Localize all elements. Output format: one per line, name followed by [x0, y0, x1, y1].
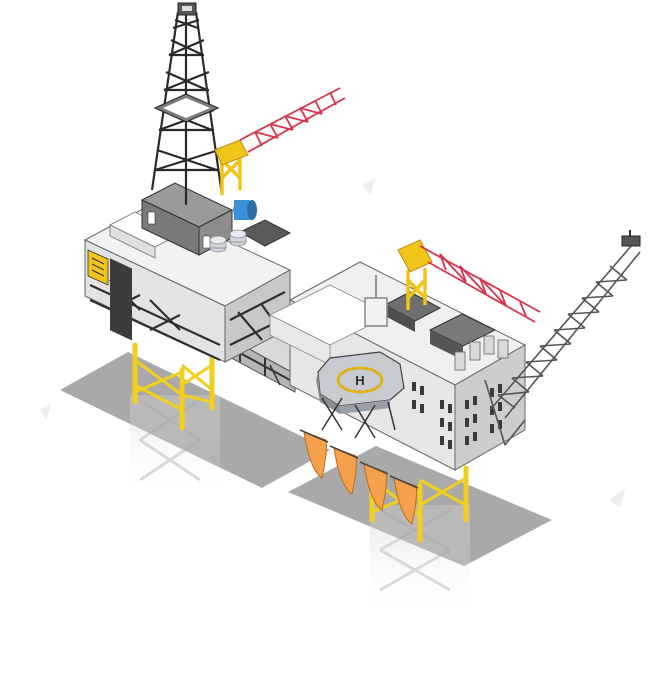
helideck: H [316, 351, 405, 439]
process-equipment [383, 291, 509, 371]
storage-tanks [209, 229, 247, 253]
background-sparkles [40, 178, 626, 508]
lifeboats [299, 429, 419, 525]
left-jacket-legs [132, 342, 215, 431]
flare-boom [484, 230, 641, 446]
crane-left [214, 87, 346, 195]
drilling-derrick [150, 2, 224, 205]
crane-right [397, 239, 541, 323]
blue-tank [233, 200, 257, 220]
warning-sign [87, 249, 109, 286]
production-module [268, 261, 527, 471]
drilling-module [83, 182, 292, 363]
helipad-marker: H [355, 373, 364, 388]
accommodation-windows [412, 382, 502, 449]
